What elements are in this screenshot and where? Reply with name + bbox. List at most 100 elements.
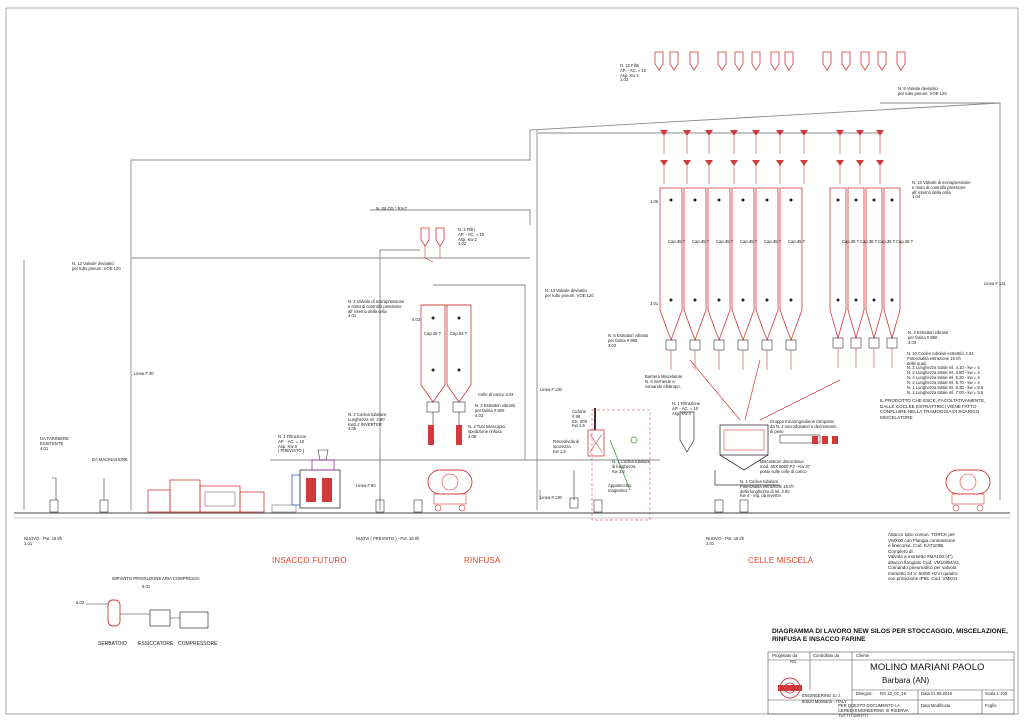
bulk-silos-group bbox=[420, 304, 472, 445]
company-name: ENGINEERING S.r.l. bbox=[802, 693, 841, 698]
cell-label: Cap.45 T bbox=[764, 239, 782, 244]
date-label: Data 01.06.2016 bbox=[921, 691, 952, 696]
line-label: Linea # 130 bbox=[540, 495, 562, 500]
compressed-air-code: 5.01 bbox=[142, 584, 151, 589]
valve-icon bbox=[683, 130, 691, 154]
filter-icon bbox=[734, 51, 744, 71]
drawing-number: RG 22_01_16 bbox=[880, 691, 907, 696]
client-label: Cliente bbox=[856, 653, 870, 658]
filter-icon bbox=[654, 51, 664, 71]
drawing-number-label: Disegno: bbox=[856, 691, 873, 696]
bottom-mid-note: NUOVI ( PREVISTO ) - Pot. 15 t/h bbox=[356, 536, 420, 541]
cell-label: Cap.45 T bbox=[424, 331, 442, 336]
tanker-truck-left bbox=[427, 469, 473, 512]
line-label: Linea # 130 bbox=[540, 387, 562, 392]
drawing-frame bbox=[5, 7, 1019, 715]
line-label: Linea # 30 bbox=[134, 371, 154, 376]
valve-icon bbox=[836, 160, 844, 184]
filter-icon bbox=[669, 51, 679, 71]
silo bbox=[683, 187, 707, 370]
legal-notice: PER QUESTO DOCUMENTO LA CEREDI ENGINEERI… bbox=[838, 703, 909, 718]
bagging-machine bbox=[147, 449, 341, 513]
valve-icon bbox=[705, 160, 713, 184]
filter-icon bbox=[770, 51, 780, 71]
compressore-label: COMPRESSORE bbox=[178, 641, 218, 647]
valve-icon bbox=[730, 130, 738, 154]
zone-celle-label: CELLE MISCELA bbox=[748, 556, 814, 565]
storage-silos-group bbox=[659, 187, 901, 370]
from-mill-note: DA MACINAZIONE bbox=[92, 457, 128, 462]
cell-label: Cap.45 T bbox=[692, 239, 710, 244]
silo bbox=[829, 187, 847, 368]
silo bbox=[779, 187, 803, 370]
silo bbox=[731, 187, 755, 370]
compressed-air-title: IMPIANTO PRODUZIONE ARIA COMPRESSA bbox=[112, 576, 200, 581]
cell-label: Cap.38 T bbox=[878, 239, 896, 244]
company-address: 60020 Monsano - ITALY bbox=[802, 699, 847, 704]
level-label: 4.03 bbox=[412, 317, 421, 322]
valve-icon bbox=[836, 130, 844, 154]
cell-label: Cap.45 T bbox=[716, 239, 734, 244]
cell-label: Cap.38 T bbox=[842, 239, 860, 244]
pneumatic-lines bbox=[23, 102, 1001, 510]
cell-label: Cap.38 T bbox=[896, 239, 914, 244]
mixer-area bbox=[679, 359, 841, 486]
valve-icon bbox=[876, 130, 884, 154]
designed-by-label: Progettato da bbox=[772, 653, 798, 658]
cell-label: Cap.53 T bbox=[450, 331, 468, 336]
drawing-title: DIAGRAMMA DI LAVORO NEW SILOS PER STOCCA… bbox=[772, 628, 1008, 644]
valve-icon bbox=[876, 160, 884, 184]
filter-icon bbox=[860, 51, 870, 71]
zone-insacco-label: INSACCO FUTURO bbox=[272, 556, 347, 565]
valve-icon bbox=[776, 130, 784, 154]
filter-icon bbox=[689, 51, 699, 71]
top-filter-row bbox=[654, 51, 906, 71]
valve-icon bbox=[660, 160, 668, 184]
mid-filters bbox=[420, 227, 445, 263]
valve-icon bbox=[752, 130, 760, 154]
silo bbox=[707, 187, 731, 370]
silo bbox=[659, 187, 683, 370]
cell-label: Cap.45 T bbox=[740, 239, 758, 244]
designed-by-value: RG bbox=[790, 659, 797, 664]
silo bbox=[865, 187, 883, 368]
cell-label: Cap.38 T bbox=[860, 239, 878, 244]
level-label: 1.06 bbox=[650, 199, 659, 204]
modified-date-label: Data Modificata bbox=[921, 703, 951, 708]
valve-icon bbox=[800, 130, 808, 154]
silo bbox=[755, 187, 779, 370]
line-label: Linea # 131 bbox=[984, 281, 1006, 286]
filter-icon bbox=[717, 51, 727, 71]
silos-new-label: N. SILOS * RIA7 bbox=[376, 206, 407, 211]
filter-icon bbox=[751, 51, 761, 71]
scale-label: Scala 1:100 bbox=[985, 691, 1008, 696]
valve-icon bbox=[752, 160, 760, 184]
title-block-frame bbox=[767, 651, 1015, 715]
valve-icon bbox=[730, 160, 738, 184]
valve-icon bbox=[856, 160, 864, 184]
filter-icon bbox=[896, 51, 906, 71]
zone-rinfusa-label: RINFUSA bbox=[464, 556, 501, 565]
blowers bbox=[49, 477, 749, 513]
valve-icon bbox=[705, 130, 713, 154]
valve-icon bbox=[776, 160, 784, 184]
silo bbox=[883, 187, 901, 368]
